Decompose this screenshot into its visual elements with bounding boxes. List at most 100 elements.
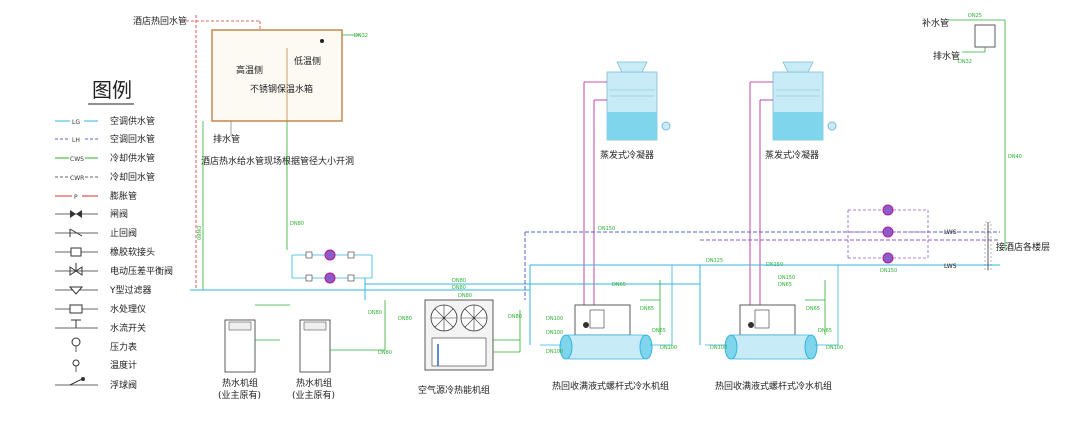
screw-chiller-1: 热回收满液式螺杆式冷水机组	[552, 304, 669, 392]
legend-label: 压力表	[110, 341, 137, 353]
legend-label: 膨胀管	[110, 190, 137, 202]
legend-row-balance-valve: 电动压差平衡阀	[55, 263, 173, 277]
pipe-size: DN25	[968, 13, 982, 19]
legend-label: 水流开关	[110, 322, 146, 334]
pipe-size: DN80	[368, 310, 382, 316]
legend-row-water-treatment: 水处理仪	[55, 303, 146, 315]
flow-switch-icon	[71, 319, 81, 328]
svg-text:LH: LH	[72, 137, 80, 144]
chiller-1-label: 热回收满液式螺杆式冷水机组	[552, 380, 669, 392]
legend-label: 止回阀	[110, 227, 137, 239]
pipe-size: DN80	[195, 226, 201, 240]
pipe-size: DN100	[660, 345, 677, 351]
legend-label: 空调回水管	[110, 133, 155, 145]
pipe-size: DN150	[598, 226, 615, 232]
pump-icon	[324, 272, 336, 284]
pump-icon	[324, 249, 336, 261]
legend-label: 冷却供水管	[110, 152, 155, 164]
legend-row-rubber-joint: 橡胶软接头	[55, 246, 155, 258]
hot-water-unit-1: 热水机组 (业主原有)	[218, 319, 261, 401]
lwr-label: LWS	[944, 263, 957, 270]
hot-water-unit-2-line1: 热水机组	[296, 377, 332, 389]
legend-label: 电动压差平衡阀	[110, 265, 173, 277]
pipe-size: DN40	[1008, 154, 1022, 160]
svg-text:LG: LG	[72, 119, 80, 126]
pump-icon	[882, 252, 894, 264]
hot-water-unit-2: 热水机组 (业主原有)	[292, 319, 335, 401]
water-treatment-icon	[69, 304, 83, 314]
legend-row-lg: LG 空调供水管	[55, 115, 155, 127]
legend-row-float-valve: 浮球阀	[55, 377, 137, 391]
legend-row-y-strainer: Y型过滤器	[55, 284, 152, 296]
legend: 图例 LG 空调供水管 LH 空调回水管 CWS 冷却供水管 CWR 冷却回水管	[55, 78, 173, 391]
svg-text:CWS: CWS	[70, 156, 84, 163]
pipe-size: DN150	[778, 275, 795, 281]
legend-row-check-valve: 止回阀	[55, 227, 137, 239]
hot-water-unit-1-line2: (业主原有)	[218, 389, 261, 401]
pipe-size: DN80	[458, 293, 472, 299]
pipe-size: DN65	[640, 306, 654, 312]
legend-row-thermometer: 温度计	[72, 359, 137, 372]
hotel-supply-note: 酒店热水给水管现场根据管径大小开洞	[201, 155, 354, 167]
check-valve-icon	[69, 228, 83, 237]
makeup-water-tank: 补水管 排水管 DN25 DN32 DN40	[922, 13, 1022, 250]
pipe-size: DN65	[652, 328, 666, 334]
legend-label: 冷却回水管	[110, 171, 155, 183]
y-strainer-icon	[68, 286, 84, 295]
pipe-size: DN65	[778, 282, 792, 288]
svg-text:P: P	[74, 194, 78, 201]
legend-row-pressure-gauge: 压力表	[71, 337, 137, 353]
chiller-2-label: 热回收满液式螺杆式冷水机组	[715, 380, 832, 392]
screw-chiller-2: 热回收满液式螺杆式冷水机组	[715, 304, 832, 392]
pump-group-left	[291, 249, 373, 284]
condenser-1-label: 蒸发式冷凝器	[600, 149, 654, 161]
pipe-size: DN100	[546, 349, 563, 355]
air-source-unit: 空气源冷热能机组	[418, 299, 494, 396]
legend-label: 水处理仪	[110, 303, 146, 315]
float-valve-icon	[69, 378, 83, 386]
pump-group-right: LWS LWS	[847, 204, 957, 270]
pipe-size: DN150	[880, 268, 897, 274]
legend-row-gate-valve: 闸阀	[55, 209, 128, 220]
to-floors-label: 接酒店各楼层	[996, 241, 1050, 253]
pipe-size: DN32	[958, 59, 972, 65]
pipe-size: DN125	[706, 258, 723, 264]
pump-icon	[882, 226, 894, 238]
legend-label: 温度计	[110, 359, 137, 371]
pipe-size: DN80	[508, 314, 522, 320]
legend-label: 空调供水管	[110, 115, 155, 127]
tank-label: 不锈钢保温水箱	[250, 83, 313, 95]
evaporative-condenser-2: 蒸发式冷凝器	[765, 61, 837, 161]
pipe-size: DN65	[612, 282, 626, 288]
legend-row-flow-switch: 水流开关	[55, 319, 146, 334]
lws-label: LWS	[944, 229, 957, 236]
pressure-gauge-icon	[71, 337, 81, 347]
air-source-unit-label: 空气源冷热能机组	[418, 384, 490, 396]
legend-row-p: P 膨胀管	[55, 190, 137, 202]
pipe-size: DN65	[818, 328, 832, 334]
legend-row-lh: LH 空调回水管	[55, 133, 155, 145]
pipe-size: DN80	[378, 350, 392, 356]
balance-valve-icon	[69, 263, 83, 276]
svg-text:CWR: CWR	[70, 175, 84, 182]
condenser-2-label: 蒸发式冷凝器	[765, 149, 819, 161]
hot-water-unit-2-line2: (业主原有)	[292, 389, 335, 401]
pipe-size: DN80	[398, 316, 412, 322]
legend-label: 闸阀	[110, 209, 128, 220]
hot-water-unit-1-line1: 热水机组	[222, 377, 258, 389]
high-temp-side-label: 高温侧	[236, 64, 263, 76]
pipe-size: DN80	[452, 278, 466, 284]
gate-valve-icon	[70, 210, 82, 218]
legend-label: 浮球阀	[110, 379, 137, 391]
makeup-water-label: 补水管	[922, 17, 949, 29]
thermometer-icon	[72, 359, 80, 367]
pipe-size: DN100	[710, 345, 727, 351]
low-temp-side-label: 低温侧	[294, 55, 321, 67]
rubber-joint-icon	[70, 247, 82, 257]
storage-tank: 高温侧 低温侧 不锈钢保温水箱	[211, 29, 343, 122]
legend-row-cwr: CWR 冷却回水管	[55, 171, 155, 183]
pipe-size: DN65	[806, 306, 820, 312]
pipe-size: DN80	[452, 285, 466, 291]
hotel-hot-return-label: 酒店热回水管	[133, 15, 187, 27]
pipe-size: DN100	[826, 345, 843, 351]
